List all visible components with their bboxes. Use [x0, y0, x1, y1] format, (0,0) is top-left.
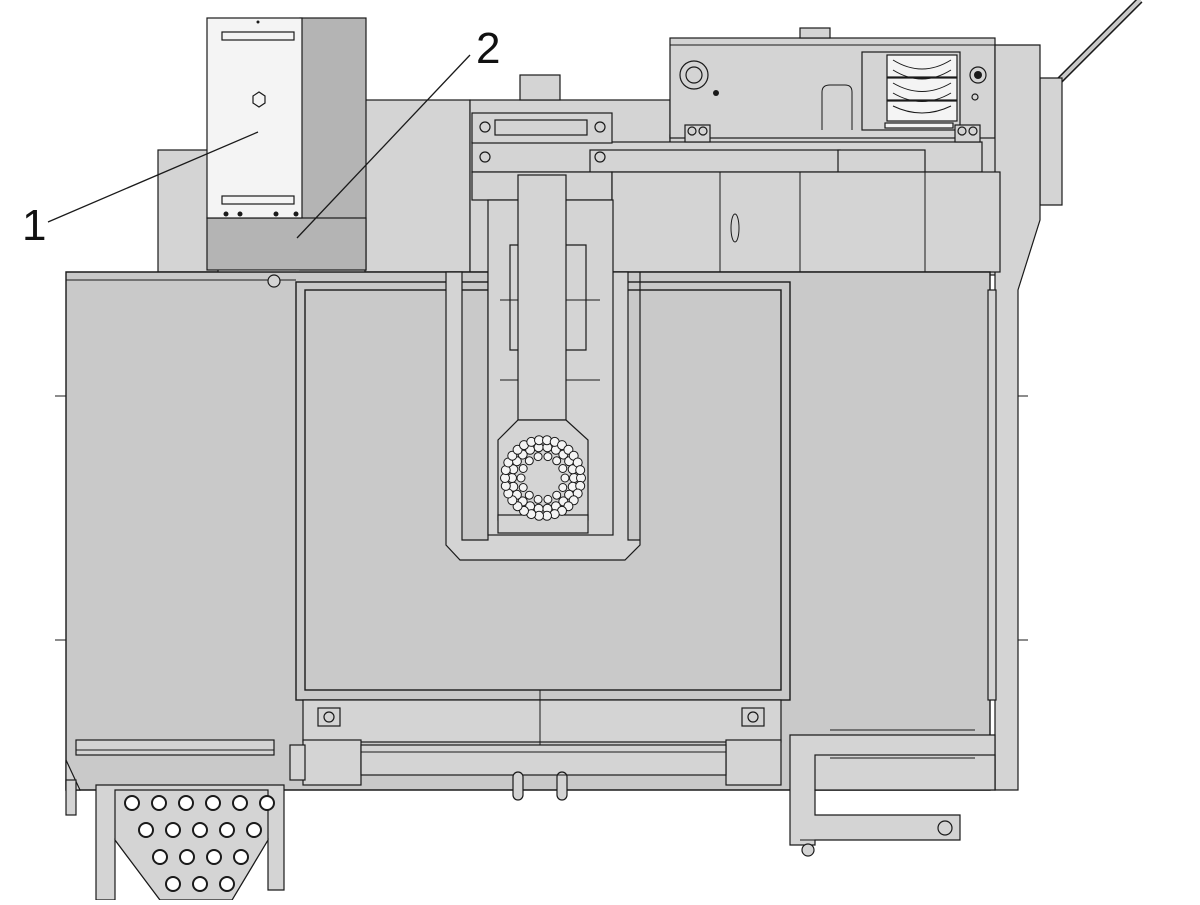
- tool-pocket: [524, 490, 534, 500]
- tool-pocket: [543, 452, 553, 462]
- tool-pocket: [533, 494, 543, 504]
- leader-line-2: [296, 54, 471, 239]
- gantry-beam: [471, 112, 1001, 273]
- hopper-hole: [151, 795, 167, 811]
- hopper-hole: [259, 795, 275, 811]
- hopper-hole: [246, 822, 262, 838]
- electrical-cabinet: [669, 27, 996, 139]
- tool-pocket: [518, 464, 528, 473]
- hopper-hole: [233, 849, 249, 865]
- leader-line-1: [47, 131, 259, 223]
- tool-pocket: [524, 456, 534, 466]
- hopper-hole: [138, 822, 154, 838]
- tool-pocket: [533, 452, 543, 462]
- tool-pocket: [558, 483, 568, 492]
- hopper-hole: [178, 795, 194, 811]
- spindle-opening: [445, 174, 641, 561]
- front-rail: [289, 690, 782, 801]
- hopper-hole: [219, 876, 235, 892]
- callout-label-2: 2: [476, 24, 500, 73]
- component-2-enclosure: [206, 17, 367, 271]
- tool-carousel: [500, 435, 586, 521]
- tool-pocket: [516, 473, 526, 483]
- tool-pocket: [552, 456, 562, 466]
- hopper-hole: [179, 849, 195, 865]
- front-hopper: [95, 784, 285, 901]
- left-shelf: [65, 739, 275, 816]
- tool-pocket: [575, 465, 586, 476]
- right-side-frame: [994, 44, 1041, 791]
- hopper-hole: [205, 795, 221, 811]
- hopper-hole: [219, 822, 235, 838]
- callout-label-1: 1: [22, 201, 46, 250]
- right-front-arm: [789, 729, 996, 857]
- hopper-hole: [165, 822, 181, 838]
- tool-pocket: [518, 483, 528, 492]
- support-rod: [1039, 0, 1143, 206]
- tool-pocket: [543, 494, 553, 504]
- hopper-hole: [165, 876, 181, 892]
- hopper-hole: [124, 795, 140, 811]
- hopper-hole: [232, 795, 248, 811]
- tool-pocket: [552, 490, 562, 500]
- hopper-hole: [206, 849, 222, 865]
- tool-pocket: [558, 464, 568, 473]
- tool-pocket: [560, 473, 570, 483]
- hopper-hole: [192, 876, 208, 892]
- component-1-control-box: [206, 17, 303, 219]
- hopper-hole: [192, 822, 208, 838]
- hopper-hole: [152, 849, 168, 865]
- callout-leaders: [47, 54, 471, 239]
